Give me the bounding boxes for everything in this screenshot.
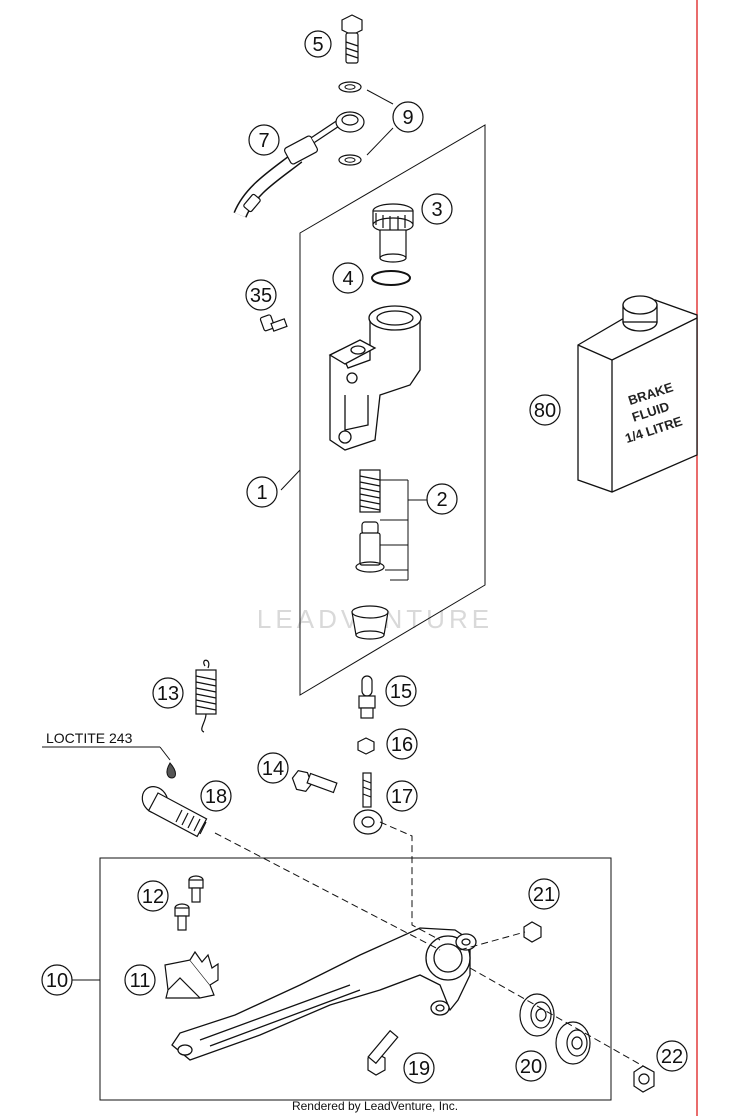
callout-35: 35	[245, 279, 277, 311]
callout-2: 2	[426, 483, 458, 515]
master-cylinder-part	[328, 305, 422, 451]
loctite-label: LOCTITE 243	[46, 730, 133, 746]
svg-text:17: 17	[391, 786, 413, 808]
svg-text:20: 20	[520, 1056, 542, 1078]
svg-text:19: 19	[408, 1058, 430, 1080]
callout-9: 9	[392, 101, 424, 133]
piston-kit-part	[351, 469, 389, 640]
callout-1: 1	[246, 476, 278, 508]
screw-12b-part	[174, 903, 190, 931]
brake-pedal-part	[171, 927, 477, 1061]
svg-text:22: 22	[661, 1046, 683, 1068]
callout-7: 7	[248, 124, 280, 156]
washer-lower	[338, 154, 362, 166]
svg-text:7: 7	[258, 130, 269, 152]
callout-5: 5	[304, 30, 332, 58]
brake-hose-part	[233, 111, 365, 218]
push-rod-part	[358, 675, 376, 719]
svg-text:13: 13	[157, 683, 179, 705]
washer-upper	[338, 81, 362, 93]
svg-text:9: 9	[402, 107, 413, 129]
bearing-a-part	[519, 993, 555, 1037]
bolt-14-part	[291, 769, 338, 794]
svg-text:16: 16	[391, 734, 413, 756]
dashed-assembly-lines	[214, 821, 651, 1071]
svg-text:5: 5	[312, 34, 323, 56]
callout-13: 13	[152, 677, 184, 709]
loctite-drop-icon	[166, 762, 176, 779]
svg-text:80: 80	[534, 400, 556, 422]
callout-16: 16	[386, 728, 418, 760]
brake-fluid-can-part	[577, 295, 698, 493]
step-plate-part	[164, 950, 219, 999]
svg-text:4: 4	[342, 268, 353, 290]
rod-end-part	[353, 772, 383, 835]
svg-text:1: 1	[256, 482, 267, 504]
callout-19: 19	[403, 1052, 435, 1084]
nut-20-part	[523, 921, 542, 943]
bracket-2	[380, 479, 409, 581]
svg-text:11: 11	[130, 970, 151, 992]
bolt-19-part	[367, 1029, 399, 1076]
screw-12a-part	[188, 875, 204, 903]
callout-10: 10	[41, 964, 73, 996]
callout-4: 4	[332, 262, 364, 294]
o-ring-part	[371, 270, 411, 286]
footer-text: Rendered by LeadVenture, Inc.	[292, 1099, 458, 1113]
callout-12: 12	[137, 880, 169, 912]
svg-text:14: 14	[262, 758, 284, 780]
svg-text:21: 21	[533, 884, 555, 906]
nut-16-part	[357, 737, 375, 755]
svg-text:12: 12	[142, 886, 164, 908]
callout-14: 14	[257, 752, 289, 784]
assembly-outline-master-cylinder	[299, 124, 486, 696]
callout-21: 20	[515, 1050, 547, 1082]
flange-nut-part	[633, 1065, 655, 1093]
callout-80: 80	[529, 394, 561, 426]
pivot-bolt-part	[141, 786, 208, 838]
svg-text:10: 10	[46, 970, 68, 992]
svg-text:35: 35	[250, 285, 272, 307]
return-spring-part	[195, 659, 217, 733]
callout-20: 21	[528, 878, 560, 910]
callout-3: 3	[421, 193, 453, 225]
screw-35-part	[259, 314, 288, 332]
banjo-bolt-part	[341, 14, 363, 64]
reservoir-plug-part	[372, 203, 414, 263]
callout-22: 22	[656, 1040, 688, 1072]
assembly-outline-pedal	[99, 857, 612, 1101]
leader-lines	[42, 89, 428, 981]
callout-18: 18	[200, 780, 232, 812]
bearing-b-part	[555, 1021, 591, 1065]
svg-text:2: 2	[436, 489, 447, 511]
callout-17: 17	[386, 780, 418, 812]
svg-text:15: 15	[390, 681, 412, 703]
svg-text:3: 3	[431, 199, 442, 221]
svg-text:18: 18	[205, 786, 227, 808]
callout-11: 11	[124, 964, 156, 996]
callout-15: 15	[385, 675, 417, 707]
